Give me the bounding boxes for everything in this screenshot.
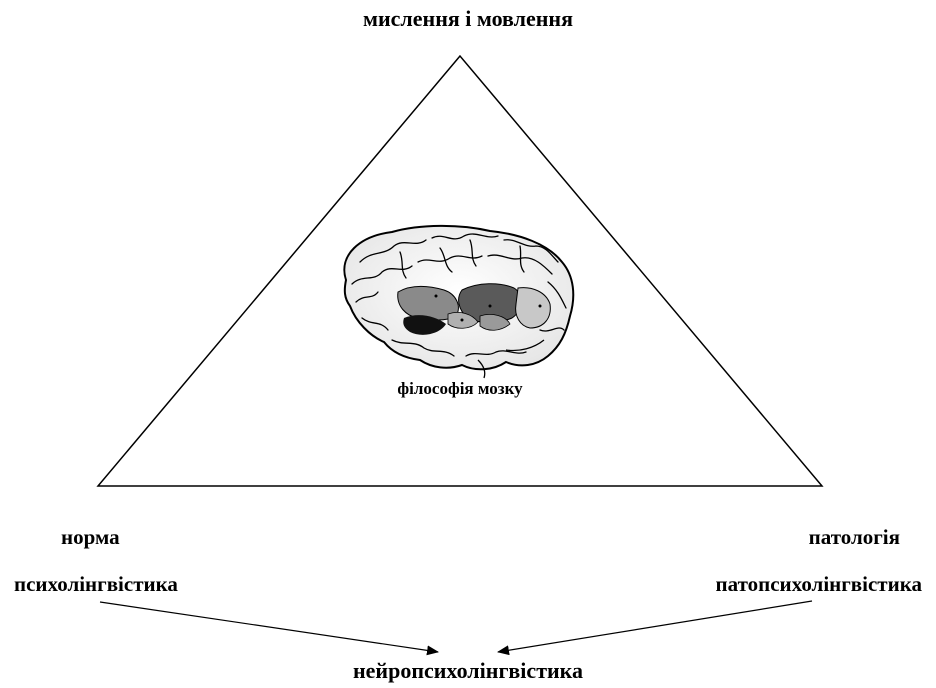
right-arrow — [497, 600, 813, 656]
pathology-label: патологія — [808, 525, 900, 549]
psycholinguistics-label: психолінгвістика — [14, 572, 178, 596]
neuropsycholinguistics-label: нейропсихолінгвістика — [352, 658, 584, 683]
norm-label: норма — [61, 525, 120, 549]
center-label: філософія мозку — [397, 379, 523, 398]
left-arrow — [99, 601, 439, 656]
triangle — [96, 54, 824, 487]
top-label: мислення і мовлення — [363, 6, 573, 31]
pathopsycholinguistics-label: патопсихолінгвістика — [715, 572, 922, 596]
brain-image — [343, 224, 575, 379]
